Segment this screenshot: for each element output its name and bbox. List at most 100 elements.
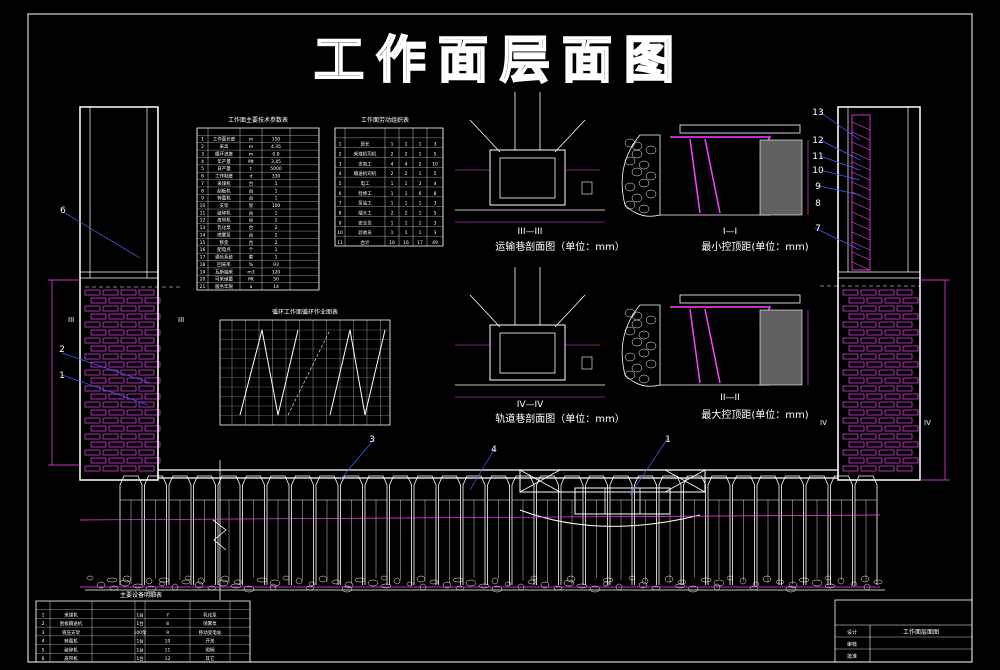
brick [108, 313, 125, 320]
leader-number: 6 [60, 206, 66, 216]
table-cell: 台 [249, 195, 254, 202]
brick [842, 385, 859, 392]
face-marker [212, 460, 227, 600]
left-brick-rows [84, 289, 161, 472]
rock [230, 583, 242, 589]
ladder-frame [851, 114, 871, 271]
leader-lines [61, 111, 861, 496]
rock [109, 585, 119, 591]
rock [416, 575, 426, 583]
rock [344, 581, 354, 589]
rubble [638, 330, 650, 340]
ladder-rung [851, 211, 871, 221]
roadway-outline [489, 149, 566, 206]
rock [651, 585, 661, 591]
conveyor-frame [499, 157, 556, 199]
table-cell: 循环进度 [215, 150, 233, 157]
table-cell: 1 [275, 196, 278, 202]
coal-wall [759, 139, 803, 216]
table-cell: 支架工 [358, 160, 372, 167]
rock [429, 579, 439, 585]
rock [664, 575, 674, 583]
leg [689, 308, 701, 384]
section-i-i: I—I [723, 227, 737, 237]
brick [902, 297, 919, 304]
leader-number: 7 [815, 224, 821, 234]
brick [902, 313, 919, 320]
brick [84, 289, 101, 296]
rock [824, 575, 832, 581]
table-cell: 100架 [133, 630, 147, 636]
table-cell: 安全员 [358, 219, 372, 226]
table-cell: 7 [339, 201, 342, 207]
rock [602, 581, 610, 587]
pipe [581, 181, 593, 195]
brick [860, 465, 877, 472]
rock [106, 577, 118, 583]
rock [785, 585, 797, 593]
table-cell: m [249, 145, 253, 150]
table-cell: Mt [248, 277, 254, 283]
table-cell: 10 [165, 639, 171, 645]
table-cell: 破碎机 [64, 646, 78, 653]
ladder-rung [851, 251, 871, 261]
rock [553, 585, 563, 591]
hydraulic-supports [119, 475, 878, 585]
section-iv-iv: IV—IV [517, 400, 544, 410]
pipe [581, 356, 593, 370]
brick [90, 313, 107, 320]
brick [108, 409, 125, 416]
brick [126, 361, 143, 368]
table-cell: 6 [201, 174, 204, 180]
rock [406, 581, 414, 587]
brick [102, 401, 119, 408]
brick [90, 345, 107, 352]
brick [896, 465, 913, 472]
table-cell: 1 [275, 247, 278, 253]
table-cell: 17 [417, 240, 423, 246]
leader-number: 13 [812, 108, 823, 118]
brick [126, 425, 143, 432]
rock [775, 579, 785, 585]
rock [638, 581, 648, 589]
table-cell: 6 [419, 191, 422, 197]
rock [563, 579, 575, 587]
table-cell: 3 [434, 142, 437, 148]
brick [860, 385, 877, 392]
brick [144, 393, 161, 400]
table-cell: 3 [42, 630, 45, 636]
support-unit [144, 475, 167, 585]
table-cell: 2 [419, 161, 422, 167]
table-cell: 班长 [361, 141, 370, 148]
table-cell: 3.45 [271, 159, 281, 165]
support-unit [193, 475, 216, 585]
brick [896, 449, 913, 456]
table-cell: 个 [249, 247, 254, 253]
table-cell: 1 [419, 230, 422, 236]
table-cell: 2 [405, 211, 408, 217]
brick [126, 441, 143, 448]
outer-border [27, 13, 973, 663]
table-cell: 4 [339, 171, 342, 177]
table-cell: 台 [249, 239, 254, 246]
leader-number: 9 [815, 182, 821, 192]
brick [848, 329, 865, 336]
table-cell: 转载机 [64, 638, 78, 645]
rock [677, 579, 687, 585]
brick [144, 345, 161, 352]
brick [842, 289, 859, 296]
brick [84, 417, 101, 424]
table-cell: t [250, 166, 252, 172]
support-unit [585, 475, 608, 585]
brick [120, 465, 137, 472]
table-cell: 2 [405, 152, 408, 158]
table-cell: 1 [405, 230, 408, 236]
brick [896, 401, 913, 408]
label-roman-iii-left: III [68, 316, 74, 324]
table-cell: 49 [432, 240, 438, 246]
table-cell: 4 [201, 159, 204, 165]
support-unit [119, 475, 143, 585]
cycle-line-a [239, 329, 299, 416]
table-cell: 移动变电站 [199, 629, 222, 636]
min-roof-control-section [621, 124, 809, 217]
